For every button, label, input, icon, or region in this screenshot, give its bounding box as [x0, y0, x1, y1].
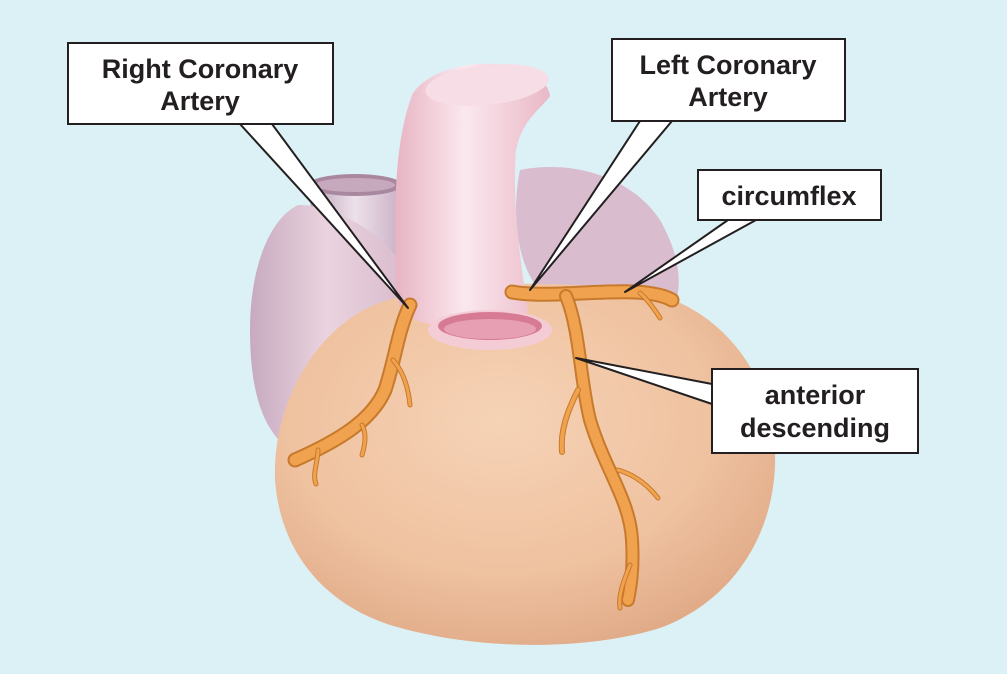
lca-label-line2: Artery	[688, 82, 768, 112]
lad-label-line1: anterior	[765, 380, 866, 410]
lad-label-line2: descending	[740, 413, 890, 443]
rca-label-line2: Artery	[160, 86, 240, 116]
rca-label-line1: Right Coronary	[102, 54, 299, 84]
lca-label-line1: Left Coronary	[639, 50, 816, 80]
circumflex-label: circumflex	[721, 181, 856, 211]
aortic-opening	[428, 310, 552, 350]
